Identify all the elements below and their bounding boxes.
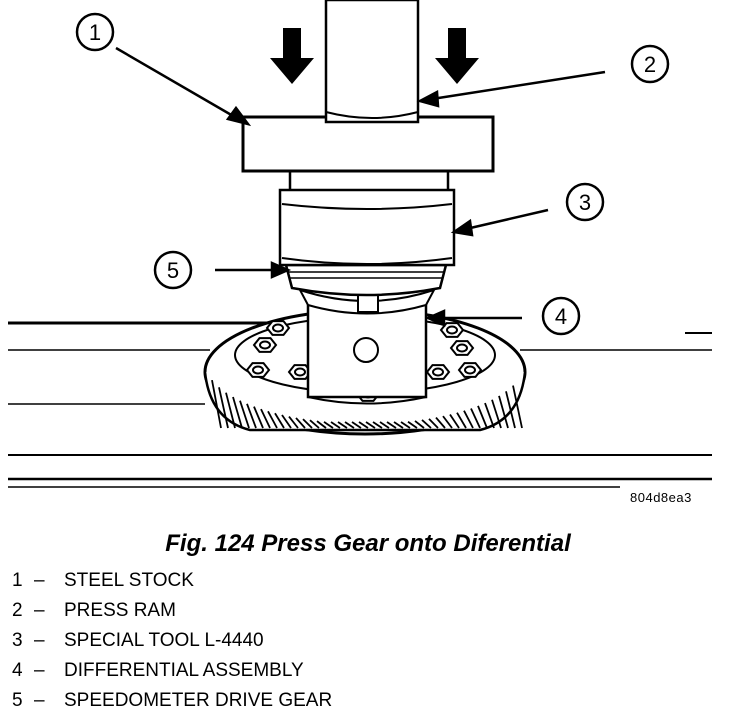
gear-tooth [365,421,376,429]
figure-caption: Fig. 124 Press Gear onto Diferential [165,530,571,557]
gear-tooth [428,418,439,429]
differential-case [297,288,437,405]
legend-item-number: 2 [12,600,23,621]
legend-item-text: STEEL STOCK [64,570,194,591]
legend-item-dash: – [34,690,45,711]
special-tool [278,166,456,267]
bolt-head [265,320,291,336]
gear-tooth [309,419,320,429]
gear-tooth [421,419,432,429]
callout-2-label: 2 [644,52,656,77]
callout-3-label: 3 [579,190,591,215]
legend-item-text: SPECIAL TOOL L-4440 [64,630,264,651]
gear-tooth [225,392,236,429]
callout-4: 4 [541,296,581,336]
gear-tooth [232,396,243,429]
bolt-head [287,364,313,380]
gear-tooth [295,417,306,429]
table-surface [8,321,712,488]
press-gear-diagram: 1 2 3 4 5 [8,0,712,488]
gear-tooth [442,415,453,429]
gear-tooth [330,421,341,429]
legend-item-number: 1 [12,570,23,591]
gear-tooth [498,395,509,429]
legend-item: 4–DIFFERENTIAL ASSEMBLY [12,656,332,686]
legend-item: 5–SPEEDOMETER DRIVE GEAR [12,686,332,716]
gear-tooth [407,420,418,429]
steel-stock [241,115,495,173]
gear-tooth [470,408,481,429]
gear-tooth [435,416,446,429]
gear-tooth [239,400,250,429]
bolt-head [425,364,451,380]
legend-item-number: 3 [12,630,23,651]
callout-4-label: 4 [555,304,567,329]
legend-item: 3–SPECIAL TOOL L-4440 [12,626,332,656]
legend-item-number: 5 [12,690,23,711]
legend-item: 1–STEEL STOCK [12,566,332,596]
bolt-head [252,337,278,353]
gear-tooth [512,385,523,429]
gear-tooth [463,410,474,429]
gear-tooth [491,399,502,429]
gear-tooth [267,410,278,429]
gear-tooth [505,391,516,429]
gear-tooth [288,416,299,429]
gear-tooth [337,421,348,429]
callout-1-label: 1 [89,20,101,45]
bolt-head [245,362,271,378]
callout-2: 2 [630,44,670,84]
legend-item-text: DIFFERENTIAL ASSEMBLY [64,660,304,681]
gear-tooth [449,414,460,429]
gear-tooth [211,379,222,429]
gear-tooth [414,420,425,429]
gear-tooth [316,420,327,429]
press-force-arrows [270,28,479,84]
legend-item-text: PRESS RAM [64,600,176,621]
legend-item-text: SPEEDOMETER DRIVE GEAR [64,690,333,711]
callout-3: 3 [565,182,605,222]
legend-item-number: 4 [12,660,23,681]
legend-item-dash: – [34,570,45,591]
legend-list: 1–STEEL STOCK 2–PRESS RAM 3–SPECIAL TOOL… [12,566,332,716]
gear-tooth [484,402,495,429]
gear-tooth [260,408,271,429]
gear-tooth [323,421,334,429]
gear-tooth [351,421,362,429]
leader-arrows [115,46,606,327]
gear-tooth [253,406,264,429]
gear-tooth [386,421,397,429]
figure-reference-code: 804d8ea3 [630,490,692,505]
gear-tooth [246,403,257,429]
gear-tooth [281,414,292,429]
legend-item-dash: – [34,630,45,651]
callout-5: 5 [153,250,193,290]
legend-item: 2–PRESS RAM [12,596,332,626]
gear-tooth [379,421,390,429]
legend-item-dash: – [34,660,45,681]
gear-tooth [274,412,285,429]
bolt-head [439,322,465,338]
gear-tooth [477,405,488,429]
press-ram [324,0,420,124]
gear-tooth [302,418,313,429]
gear-tooth [218,387,229,429]
gear-tooth [456,412,467,429]
bolt-head [457,362,483,378]
callout-5-label: 5 [167,258,179,283]
gear-tooth [400,421,411,429]
gear-tooth [344,421,355,429]
speedometer-drive-gear [284,263,448,297]
gear-tooth [393,421,404,429]
callout-1: 1 [75,12,115,52]
gear-tooth [372,421,383,429]
gear-tooth [358,421,369,429]
legend-item-dash: – [34,600,45,621]
bolt-head [449,340,475,356]
